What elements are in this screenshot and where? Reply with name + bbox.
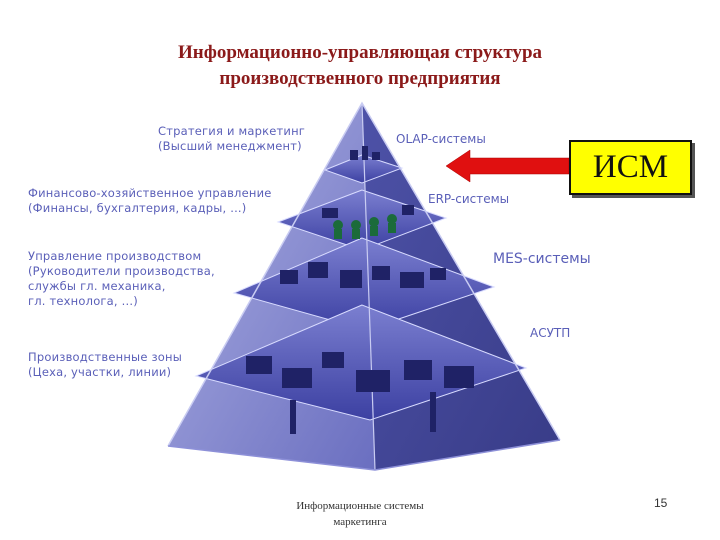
system-label-olap: OLAP-системы bbox=[396, 132, 486, 146]
system-label-mes: MES-системы bbox=[493, 251, 591, 267]
pyramid-front-edge bbox=[361, 102, 376, 471]
ism-callout-text: ИСМ bbox=[592, 149, 669, 185]
slide-title-line1: Информационно-управляющая структура bbox=[177, 42, 543, 63]
level-label-finance: Финансово-хозяйственное управление (Фина… bbox=[28, 186, 272, 215]
machine-figures-asutp bbox=[246, 352, 474, 434]
level-slab-asutp bbox=[194, 304, 528, 421]
system-label-erp: ERP-системы bbox=[428, 192, 510, 206]
page-number: 15 bbox=[654, 496, 668, 510]
level-label-production-zones: Производственные зоны (Цеха, участки, ли… bbox=[28, 350, 183, 379]
slide-title: Информационно-управляющая структура прои… bbox=[0, 40, 720, 92]
slide-title-line2: производственного предприятия bbox=[219, 68, 501, 89]
slide-footer: Информационные системы маркетинга bbox=[296, 500, 424, 528]
workstation-figures-erp bbox=[322, 205, 414, 239]
red-arrow-icon bbox=[445, 149, 570, 183]
level-label-strategy: Стратегия и маркетинг (Высший менеджмент… bbox=[158, 124, 306, 153]
workstation-figures-mes bbox=[280, 262, 446, 288]
workstation-figures-olap bbox=[350, 146, 380, 160]
level-label-production-management: Управление производством (Руководители п… bbox=[28, 249, 215, 308]
pyramid-base bbox=[167, 439, 561, 471]
system-label-asutp: АСУТП bbox=[530, 326, 571, 340]
level-slab-olap bbox=[323, 154, 404, 184]
ism-callout-box: ИСМ bbox=[569, 140, 692, 195]
